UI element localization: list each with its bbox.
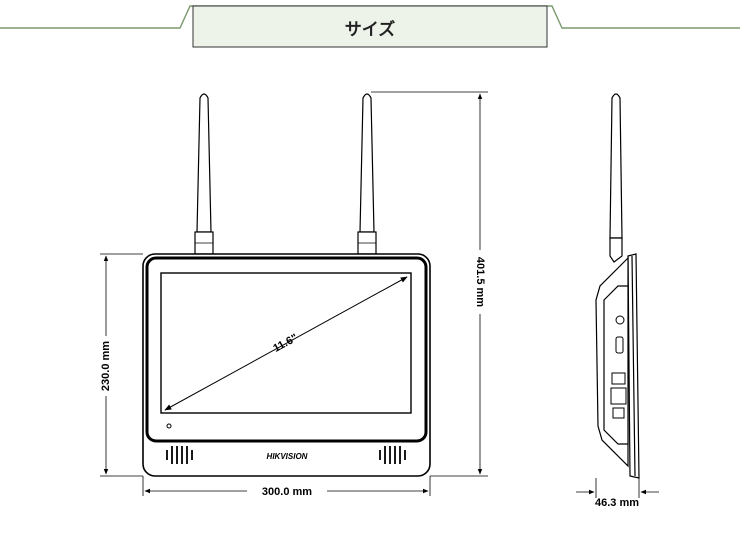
side-antenna [609, 93, 623, 263]
power-port [612, 407, 625, 419]
depth-dimension [576, 478, 659, 498]
monitor-body [142, 253, 431, 477]
depth-label: 46.3 mm [595, 497, 639, 509]
left-antenna [194, 93, 214, 255]
section-header: サイズ [0, 5, 740, 48]
header-tab [192, 5, 548, 48]
hdmi-port [615, 336, 624, 354]
right-antenna [357, 93, 377, 255]
height-dimension [100, 253, 143, 477]
page-title: サイズ [345, 19, 396, 40]
width-dimension [142, 476, 431, 496]
brand-logo: HIKVISION [267, 452, 308, 461]
front-view: HIKVISION 11.6" 230.0 mm 300.0 mm [100, 91, 488, 498]
side-view: 46.3 mm [576, 93, 659, 509]
height-label: 230.0 mm [100, 341, 112, 391]
audio-port [615, 315, 625, 325]
power-led [166, 423, 172, 429]
lan-port [610, 387, 627, 405]
left-speaker-grille [166, 446, 193, 464]
usb-port [611, 372, 626, 385]
width-label: 300.0 mm [262, 486, 312, 498]
side-ports [610, 315, 627, 419]
total-height-dimension [371, 91, 488, 477]
right-speaker-grille [379, 446, 406, 464]
total-height-label: 401.5 mm [474, 257, 486, 307]
side-body [595, 253, 640, 479]
